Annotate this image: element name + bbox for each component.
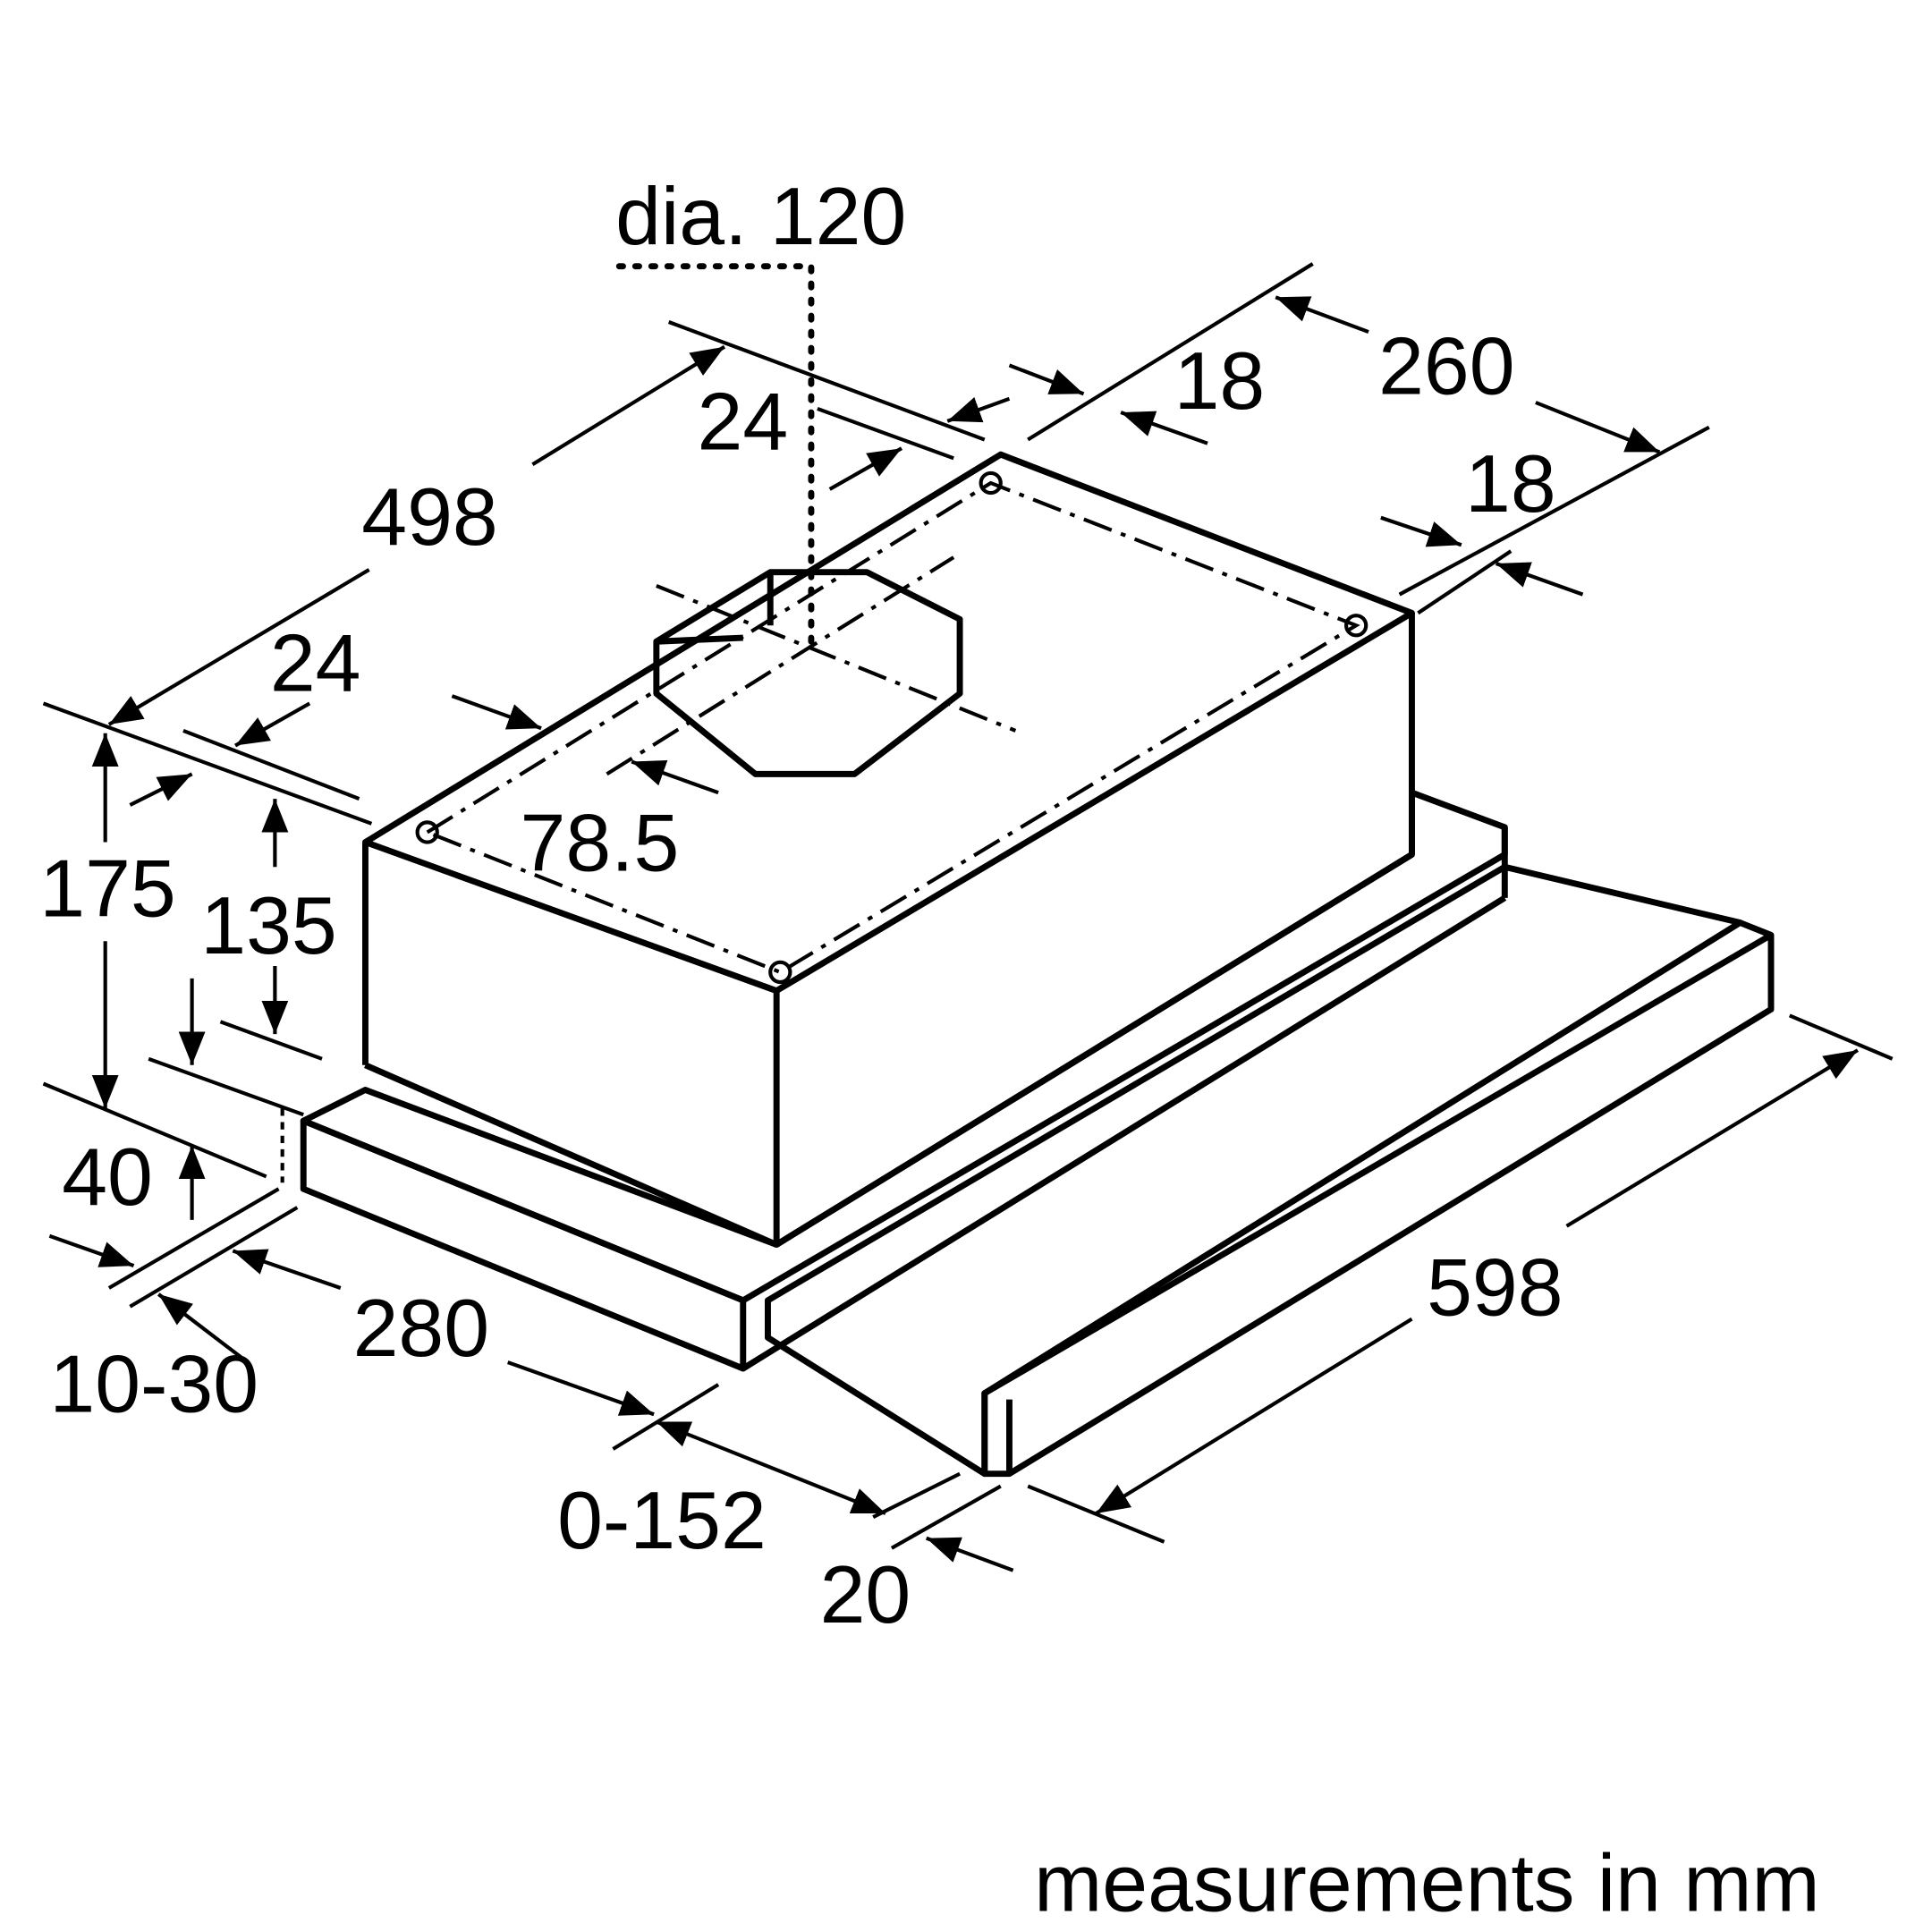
label-175: 175 (39, 843, 175, 935)
units-caption: measurements in mm (1034, 1837, 1819, 1928)
dimension-labels: dia. 120 260 18 18 24 498 24 78.5 175 13… (39, 171, 1819, 1929)
label-24-left: 24 (270, 618, 361, 709)
base-panel (300, 789, 1508, 1372)
label-duct-diameter: dia. 120 (615, 171, 906, 262)
label-24-top: 24 (698, 377, 789, 468)
label-280: 280 (353, 1283, 489, 1374)
pull-out-drawer (765, 863, 1775, 1478)
duct-outlet (606, 555, 1017, 777)
label-40: 40 (62, 1131, 153, 1223)
label-598: 598 (1427, 1241, 1563, 1333)
label-78-5: 78.5 (521, 797, 680, 888)
label-498: 498 (361, 471, 497, 563)
label-18-top: 18 (1174, 335, 1266, 427)
label-0-152: 0-152 (557, 1475, 767, 1566)
dimension-lines (42, 262, 1894, 1572)
label-135: 135 (200, 880, 336, 971)
label-18-right: 18 (1465, 438, 1556, 530)
label-10-30: 10-30 (49, 1338, 258, 1429)
label-20: 20 (820, 1549, 911, 1640)
label-260: 260 (1378, 320, 1514, 411)
